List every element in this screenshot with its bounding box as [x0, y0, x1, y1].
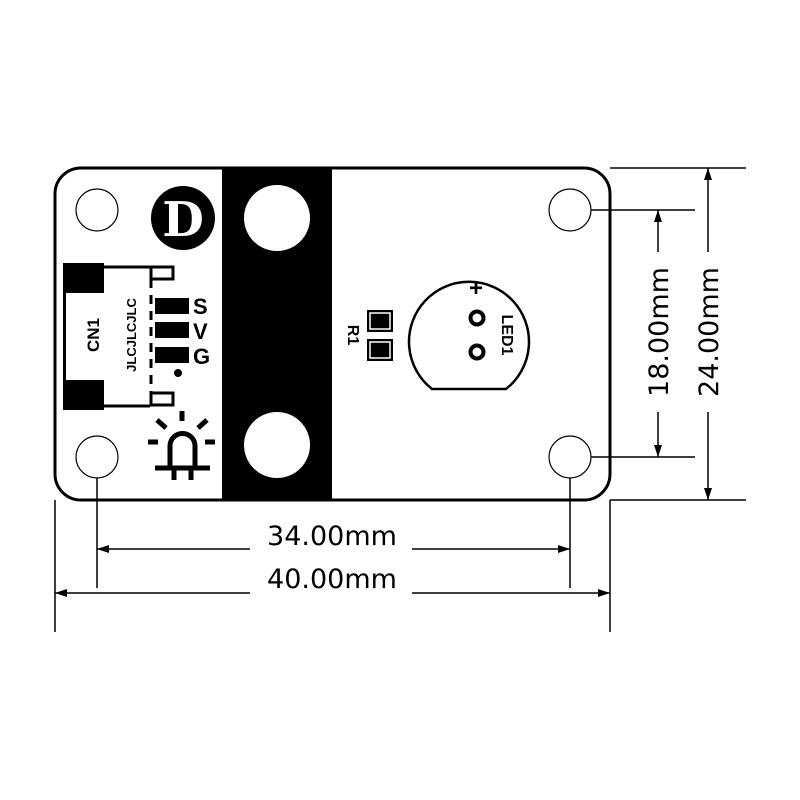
dim-board-width: 40.00mm: [267, 564, 397, 595]
led-icon: [148, 411, 215, 480]
connector-ref-label: CN1: [84, 318, 103, 352]
mounting-hole: [548, 188, 592, 232]
band-hole-top: [244, 185, 310, 251]
dim-hole-spacing-x: 34.00mm: [267, 521, 397, 552]
pin-pad-v: [155, 322, 189, 338]
mounting-hole: [548, 435, 592, 479]
pin-label-g: G: [193, 344, 210, 369]
pin-pad-g: [155, 347, 189, 363]
pin-label-s: S: [193, 294, 208, 319]
dimension-lines: [54, 167, 746, 632]
resistor-r1: R1: [344, 310, 393, 361]
pin-pad-s: [155, 298, 189, 314]
resistor-ref-label: R1: [344, 325, 361, 346]
mounting-hole: [75, 188, 119, 232]
pin-label-v: V: [193, 319, 208, 344]
dim-hole-spacing-y: 18.00mm: [644, 267, 675, 397]
band-hole-bottom: [244, 412, 310, 478]
connector-cn1: CN1 JLCJLCJLC S V G: [63, 263, 210, 410]
mounting-hole: [75, 435, 119, 479]
led-ref-label: LED1: [498, 315, 515, 356]
pin1-dot: [174, 369, 182, 377]
logo-letter: D: [162, 192, 204, 248]
board-outline: [53, 166, 612, 502]
dim-board-height: 24.00mm: [694, 267, 725, 397]
logo: D: [151, 186, 215, 250]
led-polarity-mark: +: [469, 275, 483, 302]
led1-footprint: + LED1: [407, 275, 531, 391]
connector-mark-label: JLCJLCJLC: [124, 298, 139, 372]
